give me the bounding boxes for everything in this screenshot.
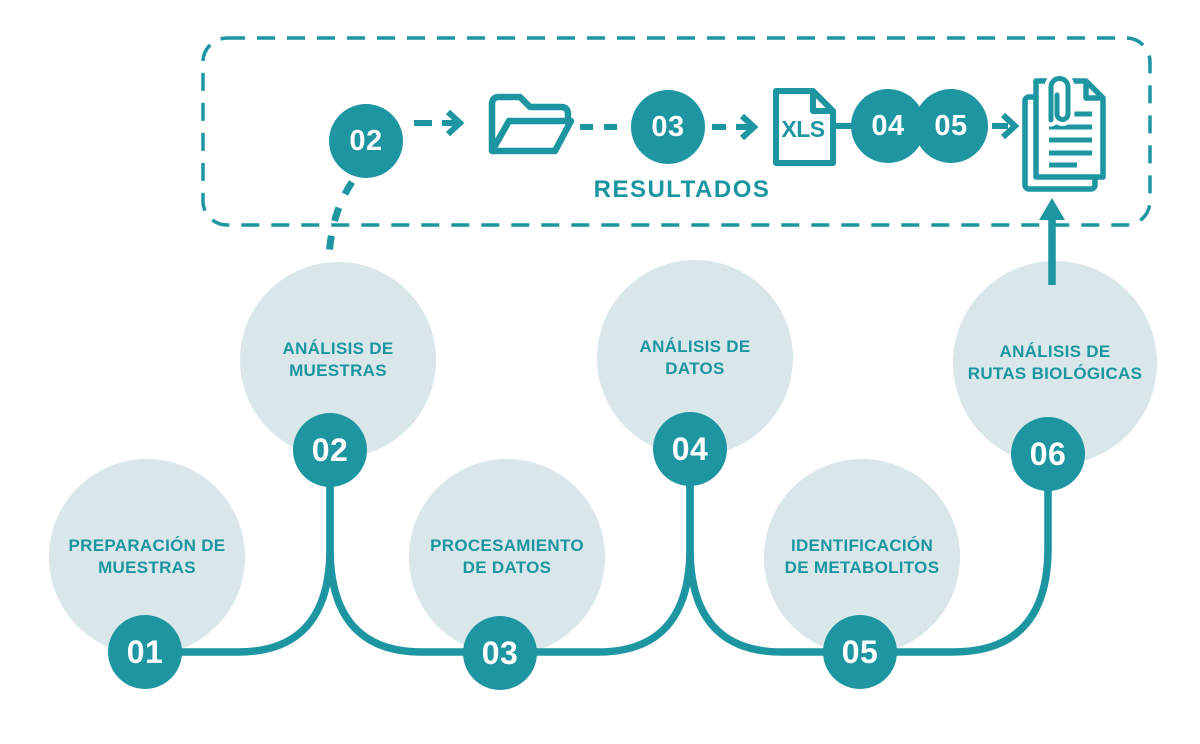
step-6-label-line2: RUTAS BIOLÓGICAS [967, 364, 1143, 383]
rail-04-05 [686, 464, 864, 656]
arrow-03-to-xls [712, 113, 759, 141]
step-2-badge: 02 [293, 413, 367, 487]
paperclip-icon [1044, 72, 1075, 127]
flow-circle-04: 04 [851, 89, 925, 163]
arrow-head [1000, 112, 1020, 140]
folder-front [488, 117, 575, 155]
step-6-badge: 06 [1011, 417, 1085, 491]
folder-back [488, 93, 572, 154]
step-3-badge: 03 [463, 616, 537, 690]
step-2-circle: ANÁLISIS DE MUESTRAS [240, 262, 436, 458]
step-2-label: ANÁLISIS DE MUESTRAS [283, 338, 394, 383]
arrow-head [445, 109, 465, 137]
flow-circle-05: 05 [914, 89, 988, 163]
step-5-label-line2: DE METABOLITOS [784, 558, 940, 577]
open-folder-icon [488, 93, 575, 155]
step-1-label: PREPARACIÓN DE MUESTRAS [69, 535, 226, 580]
xls-fold-corner [810, 91, 833, 114]
report-documents-icon [1022, 72, 1106, 192]
results-box-border [201, 36, 1152, 227]
timeline-rail [141, 464, 1052, 656]
step-3-label-line2: DE DATOS [462, 558, 552, 577]
arrow-head [1039, 198, 1065, 220]
step-4-label-line2: DATOS [665, 359, 725, 378]
step-4-label: ANÁLISIS DE DATOS [640, 336, 751, 381]
arrow-05-to-report [992, 112, 1020, 140]
rail-01-02 [141, 466, 334, 656]
arrow-head [739, 113, 759, 141]
step-3-label: PROCESAMIENTO DE DATOS [430, 535, 584, 580]
step-6-label: ANÁLISIS DE RUTAS BIOLÓGICAS [968, 341, 1142, 386]
step-5-badge: 05 [823, 615, 897, 689]
step-5-label-line1: IDENTIFICACIÓN [790, 535, 934, 555]
report-fold-corner [1083, 81, 1103, 101]
step-6-label-line1: ANÁLISIS DE [999, 341, 1111, 361]
step-1-label-line1: PREPARACIÓN DE [68, 535, 226, 555]
step-1-label-line2: MUESTRAS [98, 558, 196, 577]
step-2-label-line1: ANÁLISIS DE [282, 338, 394, 358]
rail-05-06 [856, 468, 1052, 656]
rail-02-03 [326, 466, 504, 656]
step-2-label-line2: MUESTRAS [289, 361, 387, 380]
flow-circle-03: 03 [631, 90, 705, 164]
xls-file-icon [773, 88, 836, 166]
arrow-step6-to-report [1039, 198, 1065, 285]
rail-03-04 [496, 464, 694, 656]
flow-circle-02: 02 [329, 104, 403, 178]
flow-02-drop-connector [325, 180, 355, 259]
step-4-badge: 04 [653, 412, 727, 486]
arrow-02-to-folder [414, 109, 465, 137]
step-3-label-line1: PROCESAMIENTO [430, 535, 584, 555]
results-title: RESULTADOS [593, 176, 771, 203]
step-1-badge: 01 [108, 615, 182, 689]
step-5-label: IDENTIFICACIÓN DE METABOLITOS [785, 535, 940, 580]
step-4-label-line1: ANÁLISIS DE [639, 336, 751, 356]
xls-icon-label: XLS [781, 116, 825, 142]
